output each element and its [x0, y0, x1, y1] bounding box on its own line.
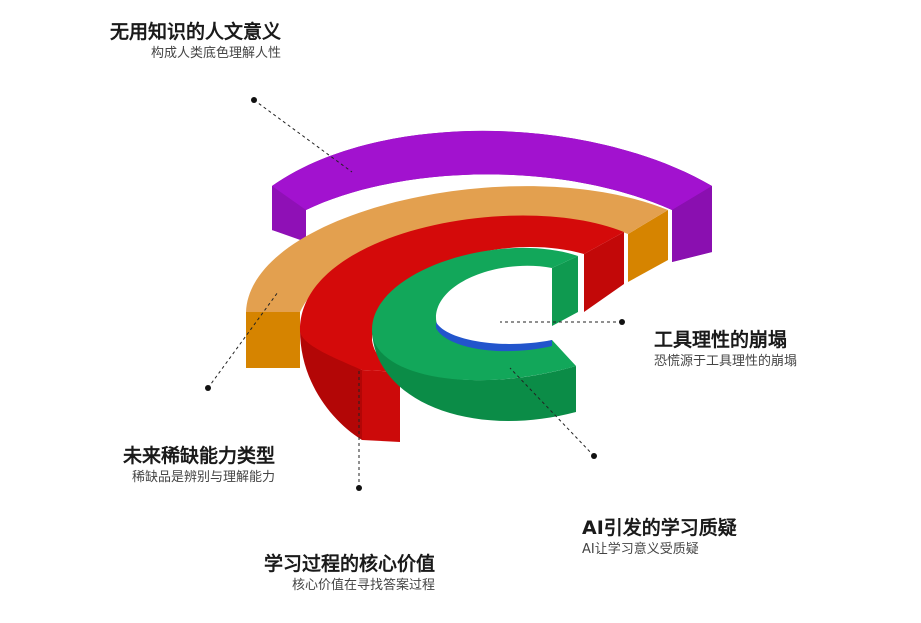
label-purple-subtitle: 构成人类底色理解人性 [150, 46, 281, 61]
label-purple: 无用知识的人文意义 构成人类底色理解人性 [110, 20, 281, 64]
label-orange-subtitle: 稀缺品是辨别与理解能力 [131, 470, 275, 485]
red-outer-wall [300, 330, 362, 440]
leader-orange [207, 291, 279, 389]
label-red-title: 学习过程的核心价值 [263, 553, 435, 575]
dot-orange [205, 385, 211, 391]
leader-purple [253, 99, 353, 173]
green-outer-wall [372, 328, 576, 421]
layer-red [300, 215, 624, 442]
purple-top [272, 130, 712, 210]
red-end-right [584, 232, 624, 312]
leader-green [509, 367, 595, 457]
purple-end-left [272, 186, 306, 242]
label-red-subtitle: 核心价值在寻找答案过程 [291, 578, 435, 593]
label-red: 学习过程的核心价值 核心价值在寻找答案过程 [264, 552, 435, 596]
dot-green [591, 453, 597, 459]
label-blue-subtitle: 恐慌源于工具理性的崩塌 [654, 354, 798, 369]
label-blue-title: 工具理性的崩塌 [654, 329, 788, 351]
blue-core-sliver [436, 322, 552, 352]
label-green: AI引发的学习质疑 AI让学习意义受质疑 [582, 516, 737, 560]
label-orange: 未来稀缺能力类型 稀缺品是辨别与理解能力 [123, 444, 275, 488]
dot-red [356, 485, 362, 491]
orange-outer-wall [246, 312, 300, 368]
red-end-left [362, 370, 400, 442]
leader-lines [207, 99, 622, 488]
layer-purple [272, 130, 712, 262]
layer-blue [436, 322, 552, 352]
dot-blue [619, 319, 625, 325]
label-blue: 工具理性的崩塌 恐慌源于工具理性的崩塌 [654, 328, 797, 372]
label-purple-title: 无用知识的人文意义 [109, 21, 281, 43]
label-orange-title: 未来稀缺能力类型 [122, 445, 275, 467]
purple-end-right [672, 186, 712, 262]
red-top [300, 215, 624, 372]
label-green-subtitle: AI让学习意义受质疑 [582, 542, 699, 557]
green-end-right [552, 256, 578, 326]
leader-dots [205, 97, 625, 491]
dot-purple [251, 97, 257, 103]
label-green-title: AI引发的学习质疑 [582, 517, 737, 539]
